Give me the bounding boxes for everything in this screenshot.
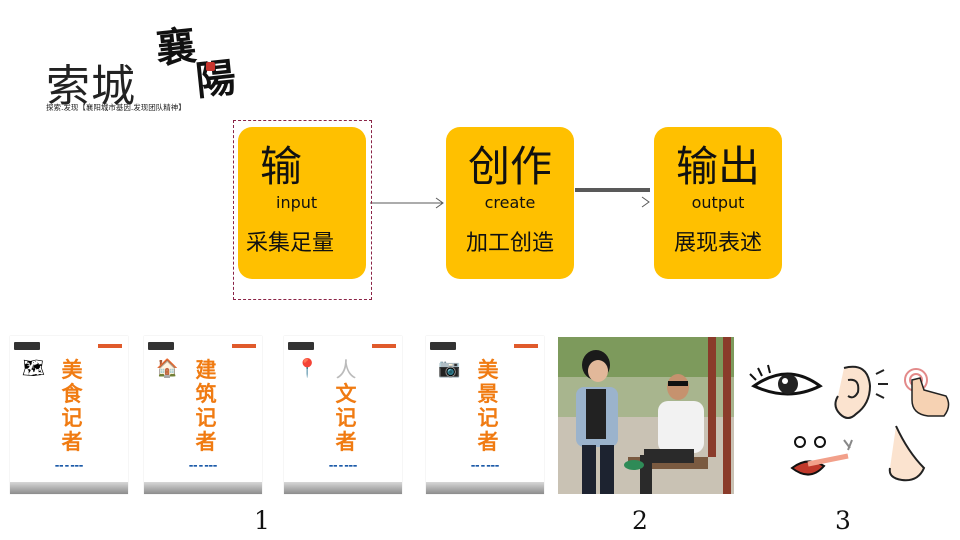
card-create-en: create	[484, 193, 536, 212]
poster-footer-image	[144, 482, 262, 494]
ear-icon	[834, 365, 888, 419]
poster-title: 美景记者	[477, 358, 499, 454]
poster-architecture-reporter: 🏠 建筑记者 ▬▬ ▬ ▬▬▬	[144, 336, 262, 494]
logo-brush-top: 襄	[153, 22, 199, 73]
card-output-big: 输出	[675, 142, 760, 191]
card-input-zh: 采集足量	[246, 231, 335, 256]
camera-icon: 📷	[438, 358, 461, 379]
poster-header-logo	[288, 342, 314, 350]
poster-header-mark	[98, 344, 122, 348]
poster-caption-bar: ▬▬ ▬ ▬▬▬	[470, 464, 500, 469]
poster-humanities-reporter: 📍 人文记者 ▬▬ ▬ ▬▬▬	[284, 336, 402, 494]
card-output-zh: 展现表述	[673, 231, 762, 256]
senses-illustration	[749, 364, 950, 482]
poster-caption-bar: ▬▬ ▬ ▬▬▬	[328, 464, 358, 469]
poster-scenery-reporter: 📷 美景记者 ▬▬ ▬ ▬▬▬	[426, 336, 544, 494]
building-icon: 🏠	[156, 358, 179, 379]
poster-header-logo	[148, 342, 174, 350]
location-pin-icon: 📍	[296, 358, 319, 379]
card-input-en: input	[276, 193, 318, 212]
poster-header-mark	[232, 344, 256, 348]
poster-header-mark	[514, 344, 538, 348]
label-number-1: 1	[254, 506, 270, 535]
card-create-zh: 加工创造	[465, 231, 554, 256]
poster-header-mark	[372, 344, 396, 348]
mouth-icon	[790, 436, 853, 476]
poster-footer-image	[10, 482, 128, 494]
card-input: 输 input 采集足量	[238, 127, 366, 279]
poster-header-logo	[14, 342, 40, 350]
poster-footer-image	[284, 482, 402, 494]
card-create-big: 创作	[467, 142, 552, 191]
poster-title: 人文记者	[335, 358, 357, 454]
poster-header-logo	[430, 342, 456, 350]
people-photo	[558, 337, 734, 494]
interview-photo-illustration	[558, 337, 734, 494]
poster-title: 美食记者	[61, 358, 83, 454]
card-output: 输出 output 展现表述	[654, 127, 782, 279]
touch-icon	[904, 368, 950, 417]
arrowhead-1	[435, 197, 444, 209]
poster-title: 建筑记者	[195, 358, 217, 454]
logo-brush-text: 襄 陽	[153, 22, 239, 105]
poster-caption-bar: ▬▬ ▬ ▬▬▬	[54, 464, 84, 469]
label-number-2: 2	[632, 506, 648, 535]
card-output-en: output	[691, 193, 745, 212]
eye-icon	[749, 364, 823, 396]
input-highlight-box	[233, 120, 372, 300]
logo-subtitle: 探索.发现【襄阳城市基因.发现团队精神】	[46, 103, 186, 112]
card-create: 创作 create 加工创造	[446, 127, 574, 279]
logo-main-text: 索城	[46, 61, 136, 112]
nose-icon	[888, 425, 926, 482]
logo-brush-bottom: 陽	[193, 54, 239, 105]
arrowhead-2	[641, 196, 650, 208]
map-icon: 🗺	[22, 358, 45, 379]
logo: 索城 襄 陽 探索.发现【襄阳城市基因.发现团队精神】	[44, 22, 244, 120]
poster-food-reporter: 🗺 美食记者 ▬▬ ▬ ▬▬▬	[10, 336, 128, 494]
label-number-3: 3	[835, 506, 851, 535]
card-input-big: 输	[260, 142, 303, 191]
poster-footer-image	[426, 482, 544, 494]
logo-seal-icon	[206, 62, 215, 71]
poster-caption-bar: ▬▬ ▬ ▬▬▬	[188, 464, 218, 469]
